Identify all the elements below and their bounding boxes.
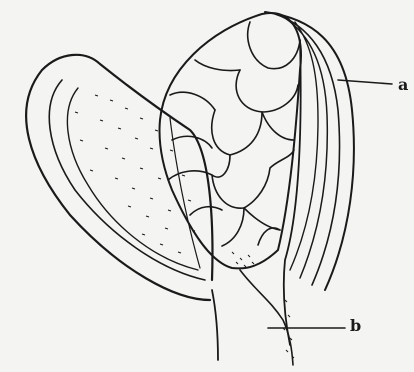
sheath-layer-3 xyxy=(285,18,327,278)
label-b: b xyxy=(350,318,361,334)
stem-left xyxy=(212,290,218,360)
left-leaf-inner-edge-2 xyxy=(67,88,198,270)
left-leaf-inner-edge-3 xyxy=(170,118,200,268)
right-sheath xyxy=(240,12,354,365)
cell-mass-stipple xyxy=(232,252,254,267)
cell-mass xyxy=(160,13,301,268)
cell-walls xyxy=(168,22,300,246)
left-leaf xyxy=(26,55,218,360)
sheath-layer-2 xyxy=(275,14,340,285)
left-leaf-inner-edge-1 xyxy=(49,80,205,280)
label-a: a xyxy=(398,77,408,93)
